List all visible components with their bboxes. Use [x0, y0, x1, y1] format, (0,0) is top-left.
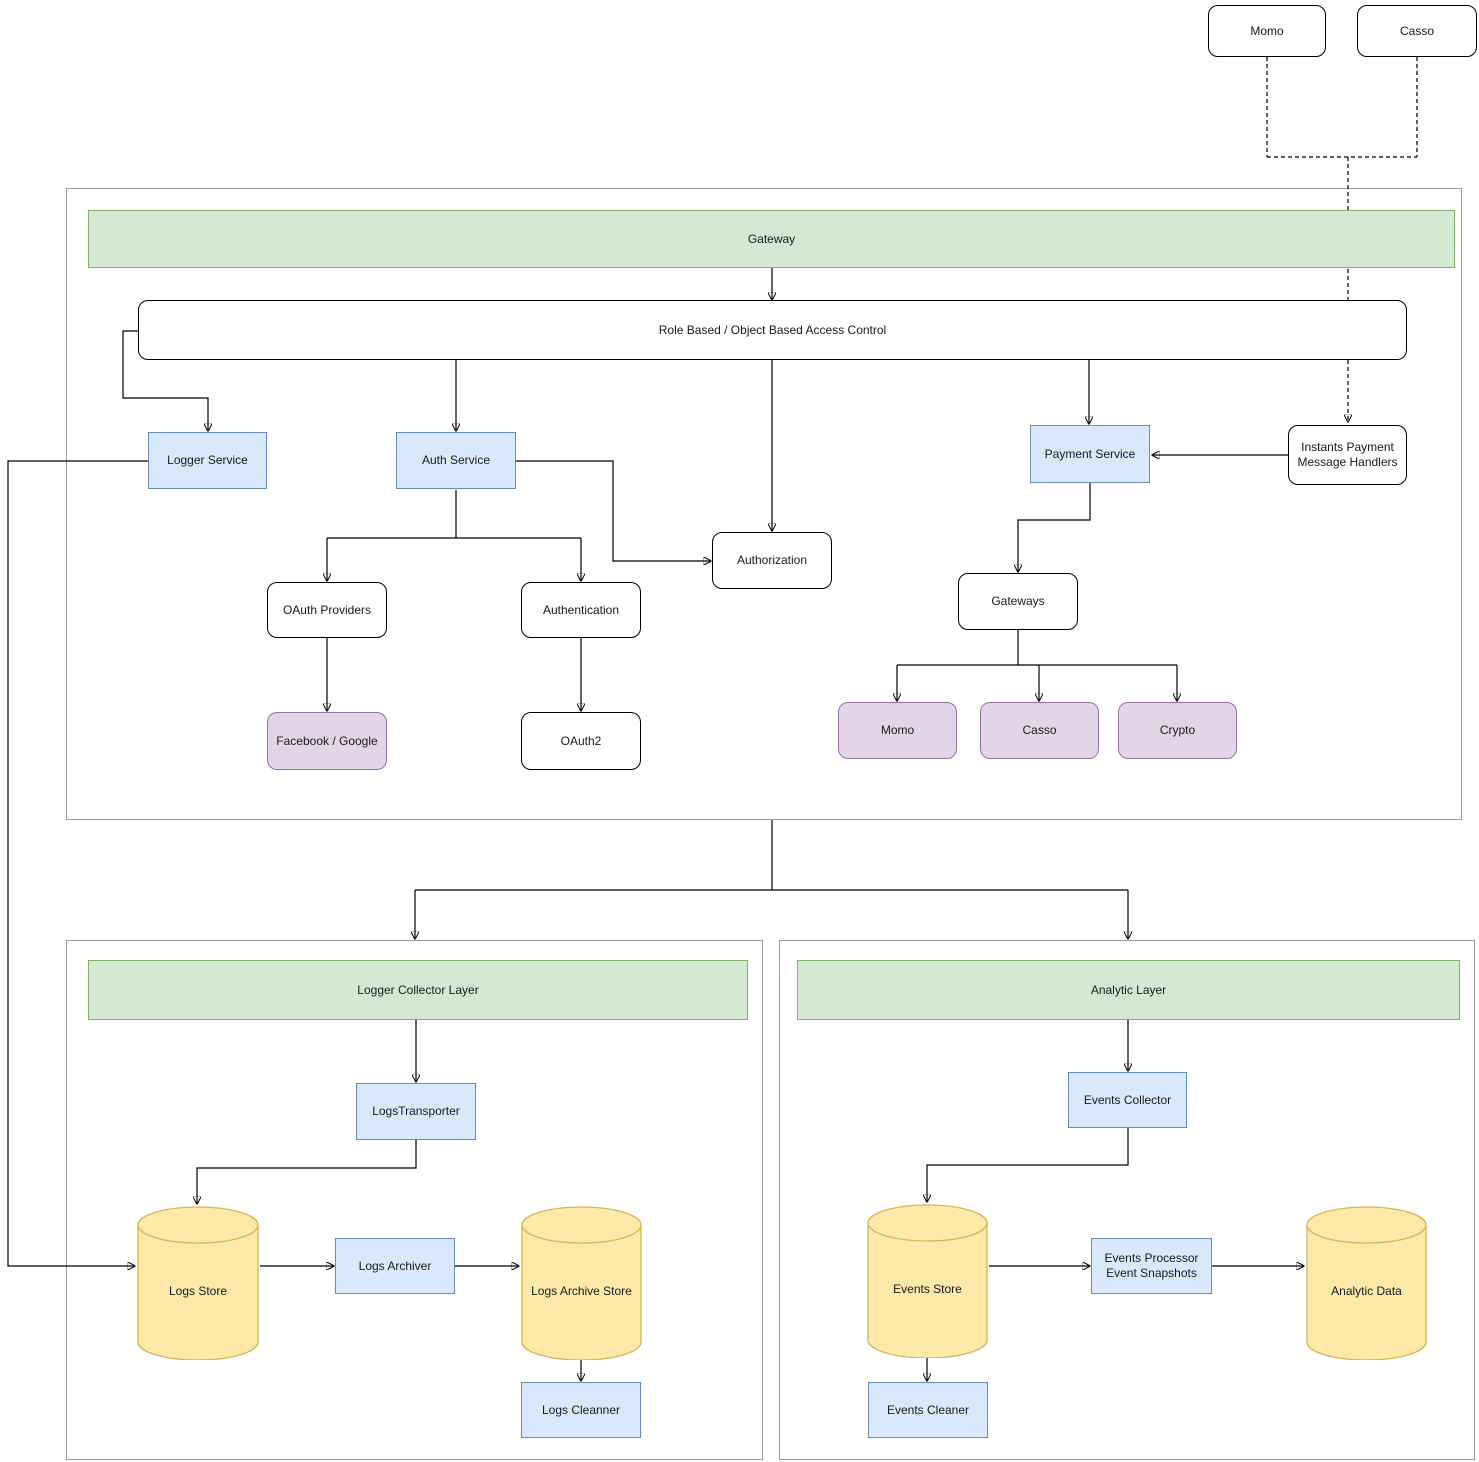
database-icon	[137, 1206, 259, 1360]
node-events-processor: Events Processor Event Snapshots	[1091, 1238, 1212, 1294]
gateway-layer-header: Gateway	[88, 210, 1455, 268]
node-label: Momo	[880, 723, 915, 737]
node-label: Casso	[1022, 723, 1057, 737]
node-events-store: Events Store	[866, 1203, 989, 1358]
layer-title: Logger Collector Layer	[357, 982, 479, 997]
node-label: OAuth Providers	[282, 602, 372, 617]
analytic-layer-header: Analytic Layer	[797, 960, 1460, 1020]
node-label: Logs Archive Store	[531, 1284, 632, 1298]
node-authentication: Authentication	[521, 582, 641, 638]
node-oauth2: OAuth2	[521, 712, 641, 770]
node-label: Instants Payment Message Handlers	[1297, 440, 1398, 469]
node-label: Payment Service	[1044, 446, 1136, 461]
node-events-collector: Events Collector	[1068, 1072, 1187, 1128]
node-instants-payment-message-handlers: Instants Payment Message Handlers	[1288, 425, 1407, 485]
node-label: Facebook / Google	[276, 733, 378, 748]
node-gateways: Gateways	[958, 573, 1078, 630]
node-label: LogsTransporter	[372, 1104, 460, 1118]
node-facebook-google: Facebook / Google	[267, 712, 387, 770]
node-label: Crypto	[1159, 723, 1196, 737]
node-rbac: Role Based / Object Based Access Control	[138, 300, 1407, 360]
node-label: Casso	[1399, 23, 1434, 38]
node-label: Analytic Data	[1331, 1284, 1402, 1298]
node-payment-service: Payment Service	[1030, 425, 1150, 483]
node-events-cleaner: Events Cleaner	[868, 1382, 988, 1438]
node-label: Logger Service	[167, 453, 248, 467]
node-gateway-momo: Momo	[838, 702, 957, 759]
node-logs-archive-store: Logs Archive Store	[520, 1205, 643, 1360]
node-external-casso: Casso	[1357, 5, 1477, 57]
node-external-momo: Momo	[1208, 5, 1326, 57]
node-label: OAuth2	[560, 733, 602, 748]
node-label: Auth Service	[421, 453, 491, 467]
database-icon	[1306, 1206, 1427, 1360]
node-label: Role Based / Object Based Access Control	[658, 322, 887, 337]
node-label: Events Collector	[1083, 1092, 1172, 1107]
node-logs-cleanner: Logs Cleanner	[521, 1382, 641, 1438]
node-logger-service: Logger Service	[148, 432, 267, 489]
node-logs-archiver: Logs Archiver	[335, 1238, 455, 1294]
layer-title: Analytic Layer	[1090, 982, 1167, 997]
node-auth-service: Auth Service	[396, 432, 516, 489]
node-label: Events Store	[893, 1282, 962, 1296]
node-gateway-crypto: Crypto	[1118, 702, 1237, 759]
node-label: Authentication	[542, 602, 620, 617]
node-authorization: Authorization	[712, 532, 832, 589]
node-label: Momo	[1250, 23, 1284, 38]
node-analytic-data: Analytic Data	[1305, 1205, 1428, 1360]
node-label: Events Cleaner	[886, 1402, 970, 1417]
node-logs-store: Logs Store	[136, 1205, 260, 1360]
node-logs-transporter: LogsTransporter	[356, 1083, 476, 1140]
database-icon	[867, 1204, 988, 1358]
node-label: Logs Cleanner	[541, 1402, 621, 1417]
node-label: Logs Store	[168, 1284, 228, 1298]
node-gateway-casso: Casso	[980, 702, 1099, 759]
logger-collector-layer-header: Logger Collector Layer	[88, 960, 748, 1020]
layer-title: Gateway	[747, 231, 796, 246]
node-label: Logs Archiver	[358, 1258, 432, 1273]
database-icon	[521, 1206, 642, 1360]
node-label: Authorization	[736, 553, 808, 567]
analytic-layer-container	[779, 940, 1475, 1460]
node-oauth-providers: OAuth Providers	[267, 582, 387, 638]
node-label: Events Processor Event Snapshots	[1104, 1251, 1199, 1280]
node-label: Gateways	[991, 594, 1045, 608]
